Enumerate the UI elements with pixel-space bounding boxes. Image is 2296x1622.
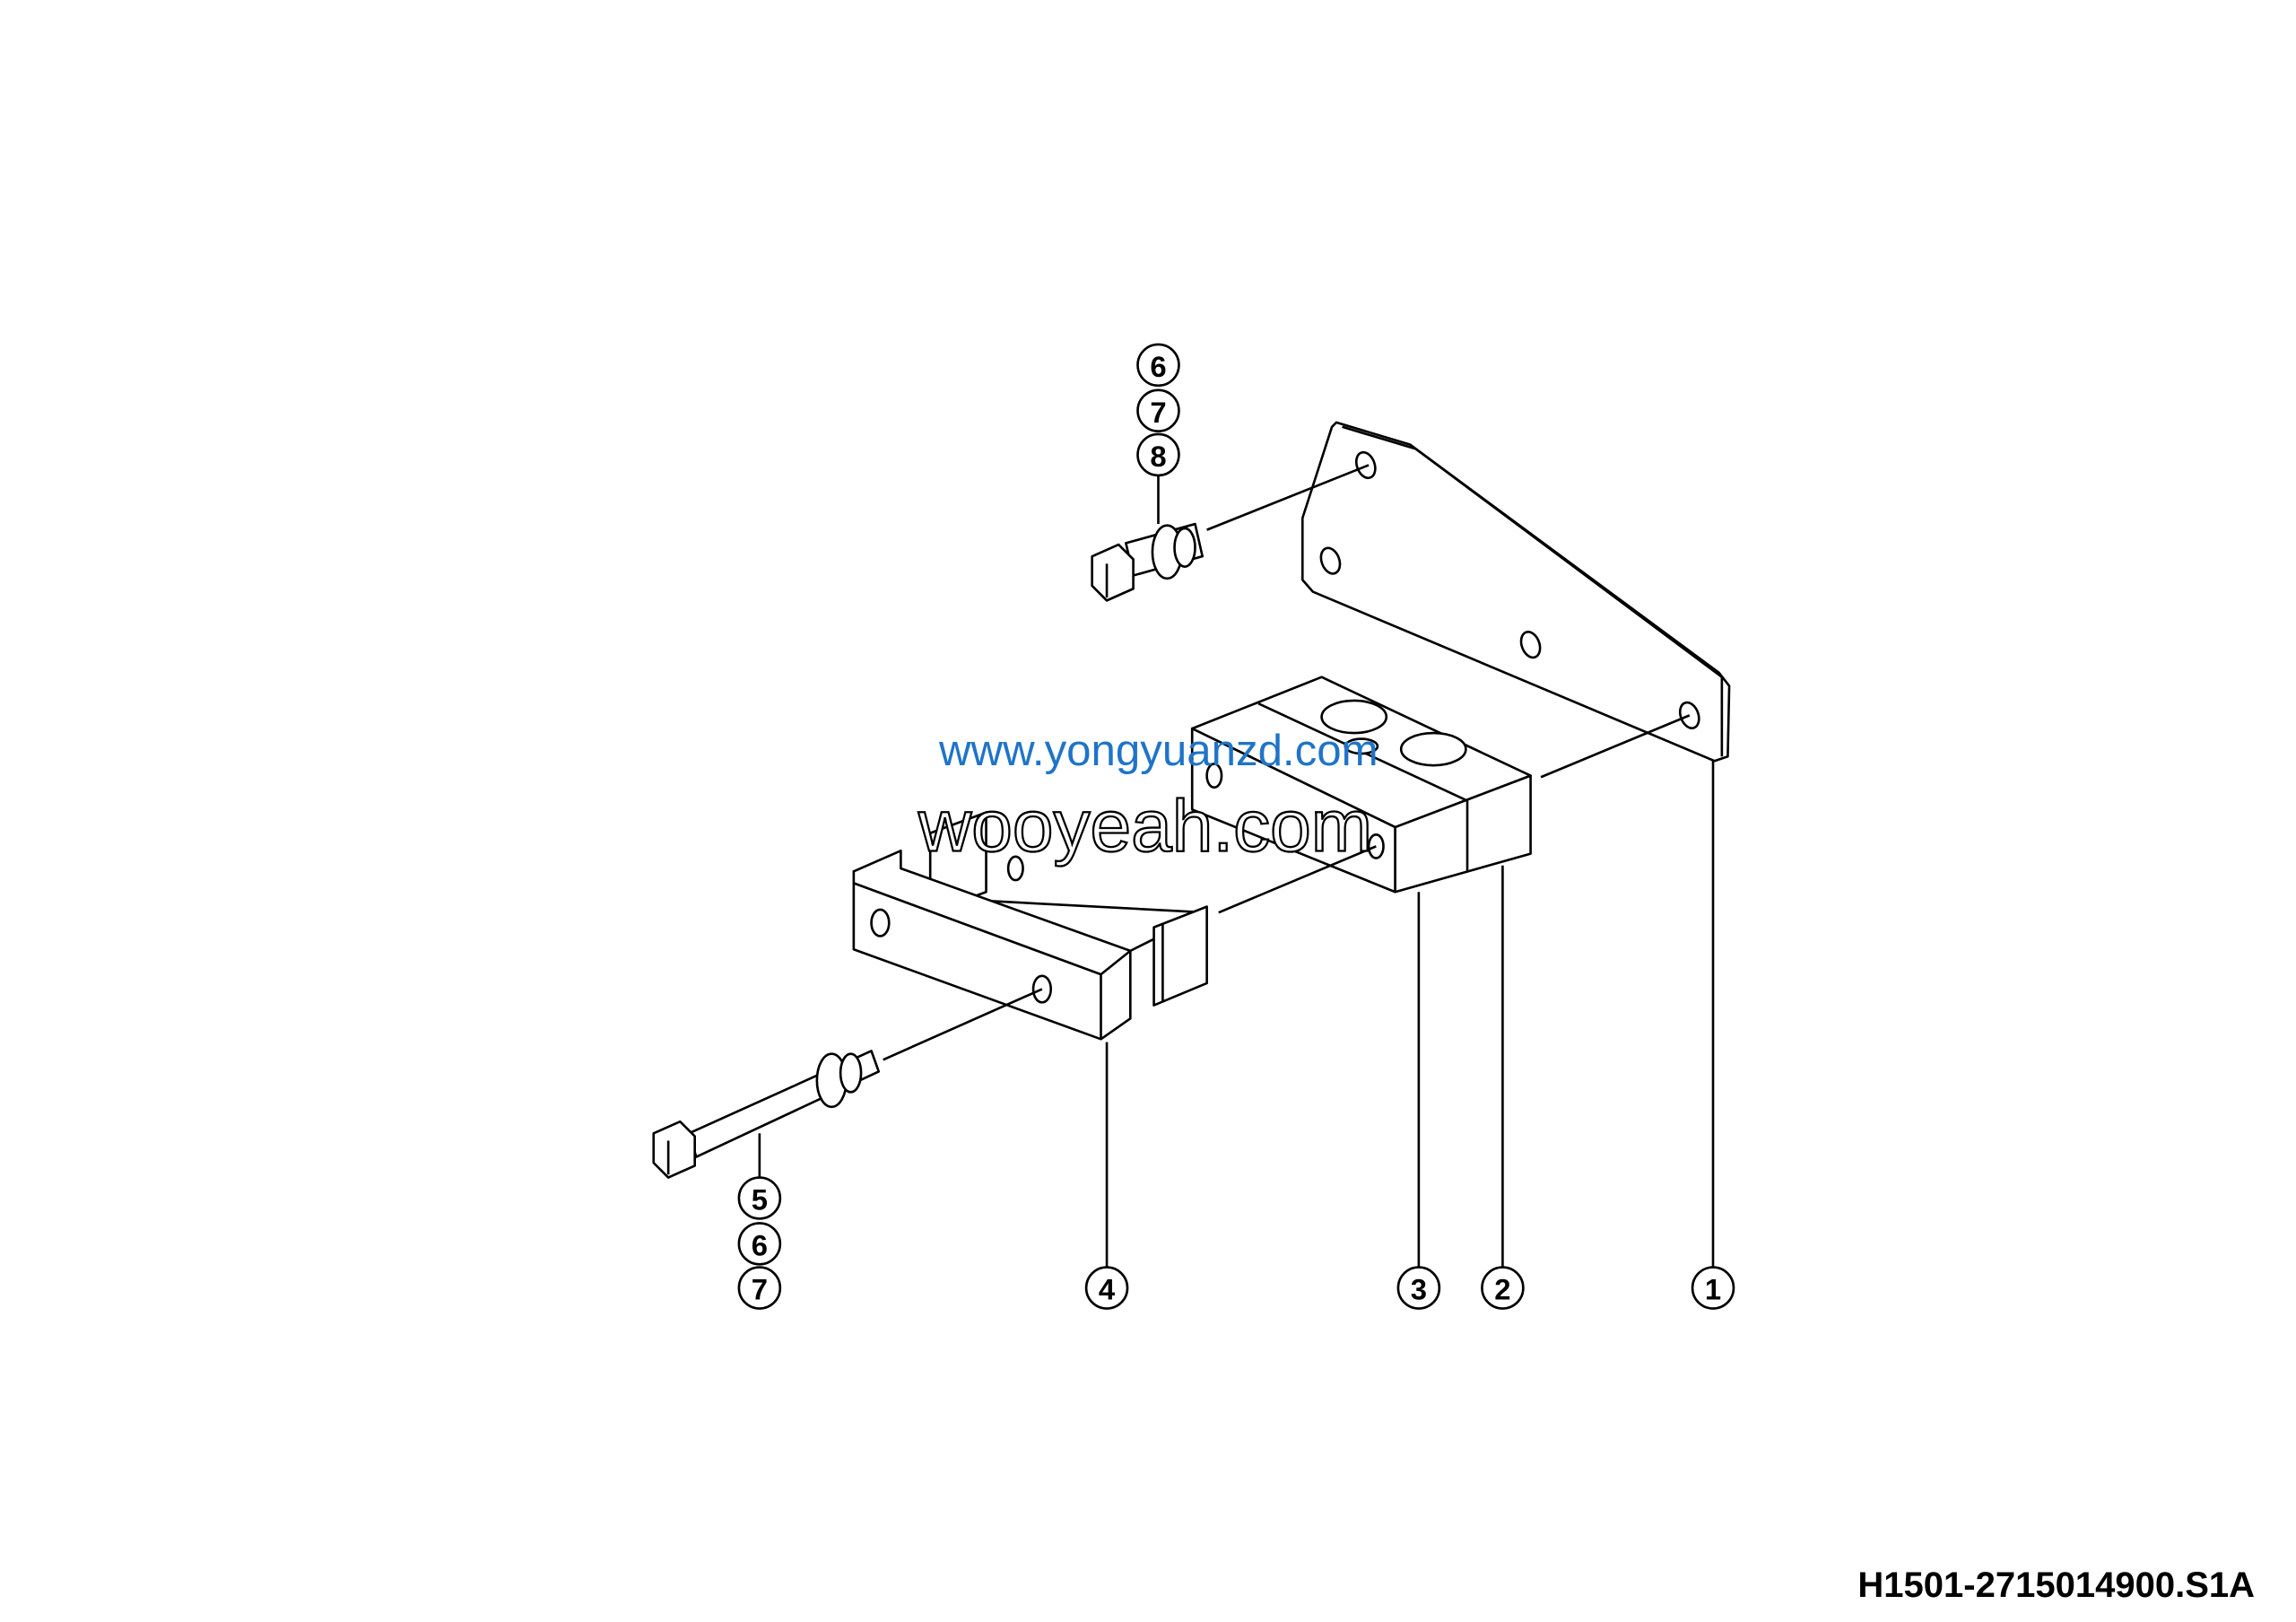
svg-text:4: 4 [1099, 1273, 1116, 1306]
callout-8-top: 8 [1136, 432, 1180, 477]
svg-text:3: 3 [1411, 1273, 1427, 1306]
svg-text:1: 1 [1705, 1273, 1721, 1306]
svg-text:6: 6 [1150, 350, 1166, 383]
svg-text:5: 5 [752, 1183, 768, 1216]
callout-1: 1 [1691, 1266, 1735, 1310]
callout-7-bottom: 7 [737, 1266, 782, 1310]
watermark-outline: wooyeah.com [918, 785, 1372, 867]
callout-5-bottom: 5 [737, 1176, 782, 1220]
callout-6-top: 6 [1136, 343, 1180, 388]
svg-text:7: 7 [752, 1273, 768, 1306]
watermark-blue: www.yongyuanzd.com [938, 726, 1378, 775]
svg-text:7: 7 [1150, 396, 1166, 429]
callout-4: 4 [1084, 1266, 1129, 1310]
drawing-code: H1501-2715014900.S1A [1857, 1565, 2255, 1605]
clamp-block [1190, 676, 1532, 894]
svg-text:6: 6 [752, 1228, 768, 1261]
top-bolt-assembly [1091, 522, 1205, 602]
callout-2: 2 [1481, 1266, 1525, 1310]
callout-7-top: 7 [1136, 388, 1180, 433]
callout-6-bottom: 6 [737, 1222, 782, 1266]
svg-text:2: 2 [1494, 1273, 1510, 1306]
svg-text:8: 8 [1150, 440, 1166, 473]
callout-3: 3 [1396, 1266, 1441, 1310]
bottom-bolt-assembly [652, 1050, 881, 1179]
u-bracket [852, 811, 1208, 1041]
mounting-plate [1300, 421, 1731, 763]
leader-lines [758, 464, 1715, 1268]
